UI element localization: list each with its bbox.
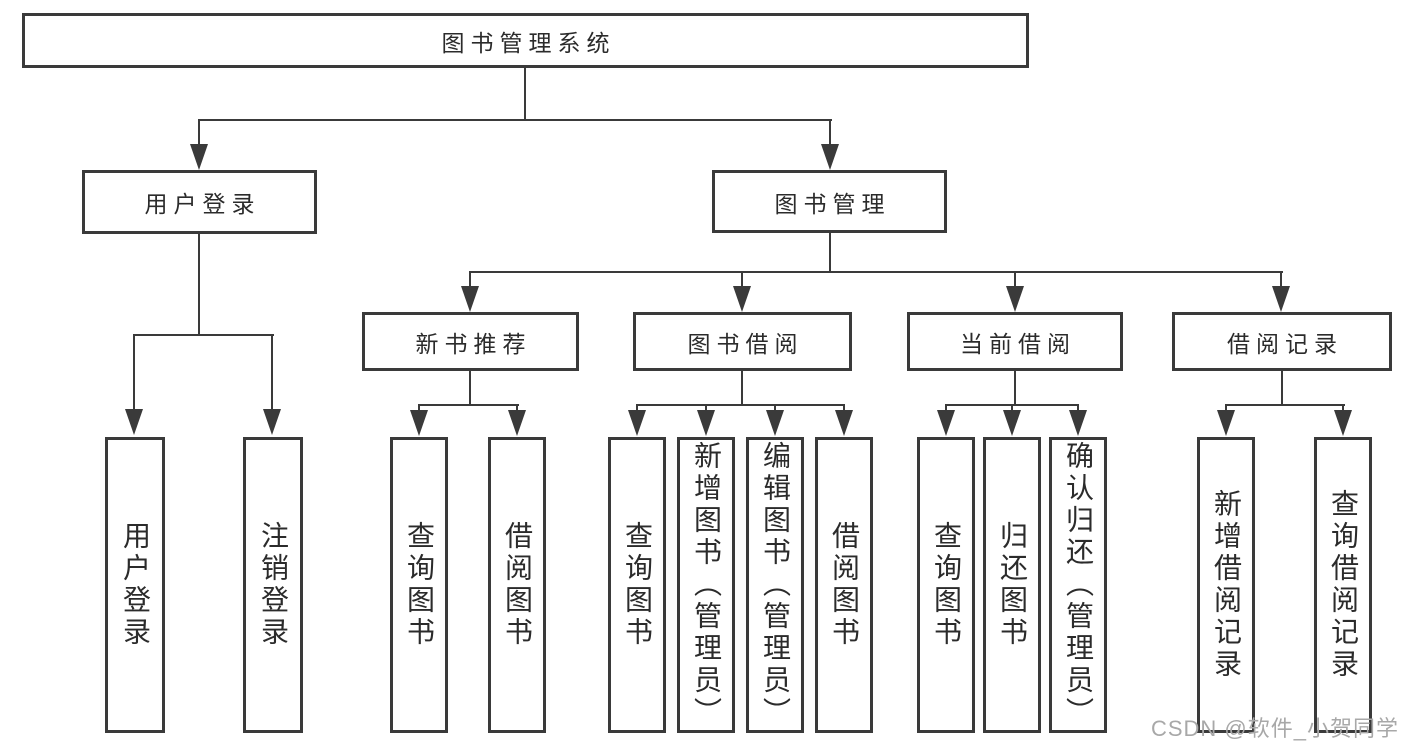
connector-line — [945, 404, 947, 413]
node-borrowing-records: 借阅记录 — [1172, 312, 1392, 371]
arrowhead-icon — [461, 286, 479, 312]
leaf-query-books-current: 查询图书 — [917, 437, 975, 733]
connector-line — [705, 404, 707, 413]
node-new-book-recommendation: 新书推荐 — [362, 312, 579, 371]
node-label: 新书推荐 — [415, 330, 532, 357]
connector-line — [636, 404, 638, 413]
leaf-edit-book-admin: 编辑图书（管理员） — [746, 437, 804, 733]
connector-line — [198, 119, 832, 121]
connector-line — [1225, 404, 1227, 413]
leaf-borrow-books-recommend: 借阅图书 — [488, 437, 546, 733]
node-label: 图书管理 — [774, 190, 891, 217]
arrowhead-icon — [628, 410, 646, 436]
connector-line — [1014, 371, 1016, 406]
connector-line — [418, 404, 420, 413]
arrowhead-icon — [733, 286, 751, 312]
node-label: 查询借阅记录 — [1328, 489, 1359, 681]
leaf-add-borrow-record: 新增借阅记录 — [1197, 437, 1255, 733]
node-label: 归还图书 — [997, 521, 1028, 649]
connector-line — [1280, 271, 1282, 289]
node-label: 新增图书（管理员） — [691, 441, 722, 729]
connector-line — [198, 119, 200, 147]
node-label: 注销登录 — [258, 521, 289, 649]
csdn-watermark: CSDN @软件_小贺同学 — [1150, 716, 1399, 741]
connector-line — [524, 68, 526, 120]
node-label: 借阅图书 — [829, 521, 860, 649]
node-label: 查询图书 — [931, 521, 962, 649]
connector-line — [469, 271, 471, 289]
leaf-borrow-books-borrowing: 借阅图书 — [815, 437, 873, 733]
connector-line — [636, 404, 845, 406]
arrowhead-icon — [1334, 410, 1352, 436]
connector-line — [418, 404, 519, 406]
connector-line — [741, 271, 743, 289]
arrowhead-icon — [821, 144, 839, 170]
connector-line — [829, 233, 831, 273]
node-label: 确认归还（管理员） — [1063, 441, 1094, 729]
arrowhead-icon — [410, 410, 428, 436]
leaf-confirm-return-admin: 确认归还（管理员） — [1049, 437, 1107, 733]
leaf-logout: 注销登录 — [243, 437, 303, 733]
node-label: 借阅记录 — [1227, 330, 1343, 357]
connector-line — [271, 334, 273, 412]
arrowhead-icon — [835, 410, 853, 436]
node-label: 新增借阅记录 — [1211, 489, 1242, 681]
arrowhead-icon — [263, 409, 281, 435]
connector-line — [1011, 404, 1013, 413]
connector-line — [516, 404, 518, 413]
arrowhead-icon — [1003, 410, 1021, 436]
connector-line — [1281, 371, 1283, 406]
connector-line — [774, 404, 776, 413]
arrowhead-icon — [1272, 286, 1290, 312]
leaf-return-books: 归还图书 — [983, 437, 1041, 733]
node-label: 借阅图书 — [502, 521, 533, 649]
node-label: 用户登录 — [144, 191, 261, 217]
leaf-query-books-borrowing: 查询图书 — [608, 437, 666, 733]
arrowhead-icon — [508, 410, 526, 436]
leaf-add-book-admin: 新增图书（管理员） — [677, 437, 735, 733]
connector-line — [469, 271, 1283, 273]
connector-line — [741, 371, 743, 406]
arrowhead-icon — [125, 409, 143, 435]
node-book-management: 图书管理 — [712, 170, 947, 233]
node-label: 当前借阅 — [960, 330, 1076, 357]
leaf-query-borrow-record: 查询借阅记录 — [1314, 437, 1372, 733]
connector-line — [469, 371, 471, 406]
node-label: 查询图书 — [622, 521, 653, 649]
connector-line — [1225, 404, 1345, 406]
arrowhead-icon — [697, 410, 715, 436]
node-label: 图书借阅 — [687, 330, 804, 357]
node-label: 查询图书 — [404, 521, 435, 649]
connector-line — [843, 404, 845, 413]
node-book-borrowing: 图书借阅 — [633, 312, 852, 371]
leaf-query-books-recommend: 查询图书 — [390, 437, 448, 733]
arrowhead-icon — [1069, 410, 1087, 436]
node-user-login: 用户登录 — [82, 170, 317, 234]
arrowhead-icon — [766, 410, 784, 436]
node-current-borrowing: 当前借阅 — [907, 312, 1123, 371]
arrowhead-icon — [190, 144, 208, 170]
arrowhead-icon — [1217, 410, 1235, 436]
connector-line — [133, 334, 135, 412]
connector-line — [829, 119, 831, 147]
connector-line — [1014, 271, 1016, 289]
connector-line — [1077, 404, 1079, 413]
node-label: 用户登录 — [120, 521, 151, 649]
node-label: 图书管理系统 — [441, 29, 616, 56]
connector-line — [198, 234, 200, 336]
connector-line — [1342, 404, 1344, 413]
leaf-user-login: 用户登录 — [105, 437, 165, 733]
arrowhead-icon — [937, 410, 955, 436]
node-library-system: 图书管理系统 — [22, 13, 1029, 68]
arrowhead-icon — [1006, 286, 1024, 312]
node-label: 编辑图书（管理员） — [760, 441, 791, 729]
connector-line — [134, 334, 274, 336]
